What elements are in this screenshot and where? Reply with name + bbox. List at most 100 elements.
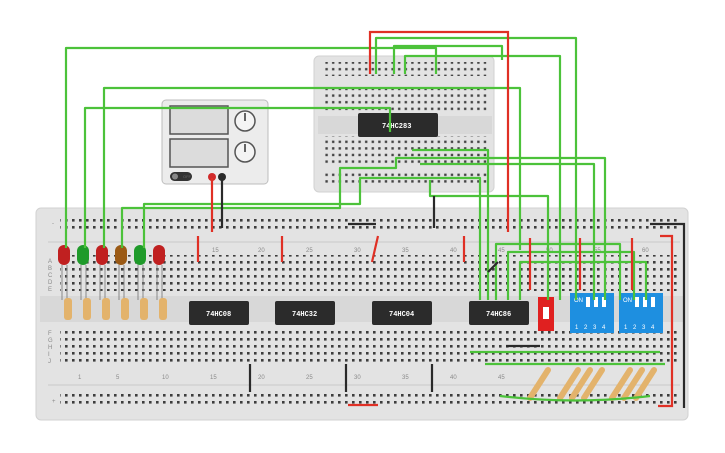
col-number: 10 (162, 375, 169, 381)
col-number: 35 (402, 248, 409, 254)
resistor[interactable] (527, 367, 551, 401)
positive-terminal[interactable] (208, 173, 216, 181)
chip-74hc86[interactable]: 74HC86 (469, 301, 529, 325)
led-row (58, 245, 165, 300)
wire[interactable] (494, 242, 622, 300)
led-resistors (64, 298, 167, 320)
dip-switch-on-label: ON (574, 298, 583, 304)
wire[interactable] (420, 162, 596, 300)
row-label-e: E (48, 287, 52, 293)
dip-number: 3 (593, 325, 597, 331)
wire[interactable] (506, 250, 636, 300)
col-number: 5 (116, 375, 120, 381)
col-number: 1 (78, 375, 82, 381)
chip-74hc32[interactable]: 74HC32 (275, 301, 335, 325)
black-wires (220, 178, 686, 408)
chip-label: 74HC32 (292, 311, 317, 319)
wire[interactable] (83, 106, 392, 248)
dip-switch-1[interactable]: ON 1 2 3 4 (570, 293, 614, 333)
row-label-c: C (48, 273, 53, 279)
col-number: 60 (642, 248, 649, 254)
voltage-display (169, 105, 229, 135)
col-number: 30 (354, 248, 361, 254)
row-label-h: H (48, 345, 52, 351)
wire[interactable] (658, 234, 674, 408)
wire[interactable] (64, 46, 438, 248)
dip-number: 1 (624, 325, 628, 331)
row-label-d: D (48, 280, 53, 286)
wire[interactable] (120, 156, 607, 300)
resistor[interactable] (64, 298, 72, 320)
col-number: 15 (210, 375, 217, 381)
dip-number: 3 (642, 325, 646, 331)
resistor[interactable] (140, 298, 148, 320)
col-number: 35 (402, 375, 409, 381)
dip-number: 4 (602, 325, 606, 331)
wire[interactable] (428, 180, 550, 300)
wire[interactable] (487, 261, 499, 273)
row-labels: A B C D E F G H I J (48, 259, 53, 365)
wire[interactable] (142, 176, 482, 300)
rail-minus-label: - (52, 221, 54, 227)
col-number: 20 (258, 248, 265, 254)
dip-switch-on-label: ON (623, 298, 632, 304)
col-number: 25 (306, 375, 313, 381)
chip-label: 74HC283 (382, 123, 411, 131)
slide-switch[interactable] (538, 297, 554, 331)
row-label-g: G (48, 338, 53, 344)
wire[interactable] (518, 260, 648, 300)
wire[interactable] (412, 148, 490, 300)
led-brown[interactable] (115, 245, 127, 300)
row-label-j: J (48, 359, 51, 365)
chip-74hc04[interactable]: 74HC04 (372, 301, 432, 325)
chip-label: 74HC86 (486, 311, 511, 319)
wire[interactable] (102, 86, 522, 250)
led-green[interactable] (134, 245, 146, 300)
dip-number: 2 (633, 325, 637, 331)
led-red[interactable] (58, 245, 70, 300)
row-label-f: F (48, 331, 52, 337)
dip-switch-2[interactable]: ON 1 2 3 4 (619, 293, 663, 333)
col-number: 20 (258, 375, 265, 381)
led-green[interactable] (77, 245, 89, 300)
col-number: 15 (212, 248, 219, 254)
resistor[interactable] (621, 367, 645, 401)
resistor[interactable] (159, 298, 167, 320)
resistor[interactable] (83, 298, 91, 320)
resistor[interactable] (557, 367, 581, 401)
dip-number: 4 (651, 325, 655, 331)
wire[interactable] (650, 222, 686, 408)
resistor[interactable] (581, 367, 605, 401)
current-display (169, 138, 229, 168)
col-number: 40 (450, 248, 457, 254)
col-number: 45 (498, 375, 505, 381)
row-label-a: A (48, 259, 52, 265)
top-terminal-strip (60, 255, 680, 291)
dip-number: 1 (575, 325, 579, 331)
wire[interactable] (374, 36, 578, 300)
resistor[interactable] (121, 298, 129, 320)
wire[interactable] (368, 30, 510, 232)
led-red[interactable] (96, 245, 108, 300)
column-numbers-bottom: 1 5 10 15 20 25 30 35 40 45 (78, 375, 505, 381)
wire[interactable] (499, 394, 651, 402)
pull-down-resistors (527, 367, 657, 401)
col-number: 30 (354, 375, 361, 381)
chip-74hc283[interactable]: 74HC283 (358, 113, 438, 137)
resistor[interactable] (102, 298, 110, 320)
resistor[interactable] (569, 367, 593, 401)
bottom-power-rail (60, 392, 680, 408)
resistor[interactable] (633, 367, 657, 401)
wire[interactable] (370, 235, 380, 263)
resistor[interactable] (609, 367, 633, 401)
negative-terminal[interactable] (218, 173, 226, 181)
chip-74hc08[interactable]: 74HC08 (189, 301, 249, 325)
col-number: 25 (306, 248, 313, 254)
power-supply: OFF (161, 99, 269, 185)
chip-label: 74HC08 (206, 311, 231, 319)
red-wires (196, 30, 674, 408)
wire[interactable] (392, 44, 504, 74)
wire[interactable] (403, 54, 562, 300)
led-red[interactable] (153, 245, 165, 300)
